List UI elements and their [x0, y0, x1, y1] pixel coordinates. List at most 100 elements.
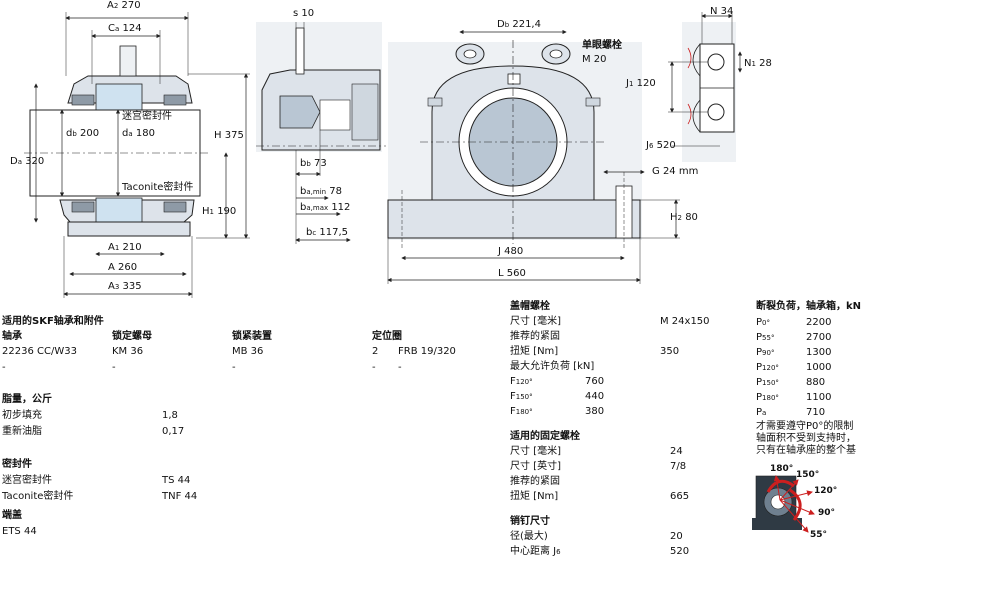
seal-label: Taconite密封件: [2, 491, 74, 502]
breaking-note: 只有在轴承座的整个基: [756, 445, 856, 456]
breaking-value: 710: [806, 407, 826, 418]
dim-j: J 480: [498, 246, 524, 257]
attach-torque-title: 推荐的紧固: [510, 476, 560, 487]
top-view: [668, 12, 743, 162]
end-cover-value: ETS 44: [2, 526, 37, 537]
eyebolt-title: 单眼螺栓: [582, 40, 622, 51]
max-load-label: F120°: [510, 376, 533, 387]
angle-label: 150°: [796, 470, 820, 480]
cap-bolts-title: 盖帽螺栓: [510, 301, 550, 312]
dim-h: H 375: [214, 130, 244, 141]
dim-n: N 34: [710, 6, 734, 17]
dim-j6: J6 520: [646, 140, 676, 151]
angle-label: 120°: [814, 486, 838, 496]
cap-bolt-torque-title: 推荐的紧固: [510, 331, 560, 342]
grease-value: 1,8: [162, 410, 178, 421]
breaking-value: 1300: [806, 347, 832, 358]
table-cell: -: [112, 362, 116, 373]
angle-label: 90°: [818, 508, 836, 518]
dim-ca: Ca 124: [108, 23, 142, 34]
breaking-load-title: 断裂负荷，轴承箱，kN: [756, 301, 862, 312]
breaking-label: P90°: [756, 347, 775, 358]
breaking-label: P120°: [756, 362, 779, 373]
attach-torque-label: 扭矩 [Nm]: [510, 491, 559, 502]
table-cell: -: [2, 362, 6, 373]
table-cell: 22236 CC/W33: [2, 346, 77, 357]
breaking-value: 1100: [806, 392, 832, 403]
dim-db-left: db 200: [66, 128, 100, 139]
dim-l: L 560: [498, 268, 526, 279]
grease-label: 重新油脂: [2, 426, 42, 437]
cap-bolt-size-value: M 24x150: [660, 316, 710, 327]
dowel-dia-label: 径(最大): [510, 531, 548, 542]
breaking-label: P180°: [756, 392, 779, 403]
dim-db-top: Db 221,4: [497, 19, 541, 30]
dowel-dia-value: 20: [670, 531, 683, 542]
dim-a1: A1 210: [108, 242, 142, 253]
dim-ba-max: ba,max 112: [300, 202, 351, 213]
max-load-value: 440: [585, 391, 605, 402]
breaking-value: 1000: [806, 362, 832, 373]
attach-size-mm-value: 24: [670, 446, 683, 457]
dim-j1: J1 120: [626, 78, 656, 89]
dim-g: G 24 mm: [652, 166, 699, 177]
table-cell: -: [372, 362, 376, 373]
breaking-label: Pa: [756, 407, 767, 418]
max-load-label: F150°: [510, 391, 533, 402]
grease-label: 初步填充: [2, 410, 42, 421]
breaking-value: 2200: [806, 317, 832, 328]
max-load-value: 380: [585, 406, 605, 417]
middle-section-view: [256, 22, 386, 244]
seal-value: TNF 44: [162, 491, 198, 502]
breaking-value: 880: [806, 377, 826, 388]
accessories-title: 适用的SKF轴承和附件: [2, 316, 104, 327]
max-load-title: 最大允许负荷 [kN]: [510, 361, 595, 372]
seals-title: 密封件: [2, 459, 32, 470]
table-cell: -: [398, 362, 402, 373]
seal-label: 迷宫密封件: [2, 475, 52, 486]
breaking-label: P55°: [756, 332, 775, 343]
cap-bolt-torque-value: 350: [660, 346, 680, 357]
breaking-note: 才需要遵守P0°的限制: [756, 421, 854, 432]
dim-a3: A3 335: [108, 281, 142, 292]
breaking-label: P150°: [756, 377, 779, 388]
eyebolt-value: M 20: [582, 54, 607, 65]
cap-bolt-size-label: 尺寸 [毫米]: [510, 316, 561, 327]
dim-a: A 260: [108, 262, 138, 273]
label-taconite-seal: Taconite密封件: [122, 182, 194, 193]
dim-da-left: da 180: [122, 128, 155, 139]
header-lockdevice: 锁紧装置: [232, 331, 272, 342]
grease-title: 脂量，公斤: [2, 394, 52, 405]
dim-a2: A2 270: [107, 0, 141, 11]
header-locating-ring: 定位圈: [372, 331, 402, 342]
breaking-label: P0°: [756, 317, 770, 328]
breaking-value: 2700: [806, 332, 832, 343]
dim-h2: H2 80: [670, 212, 698, 223]
attach-torque-value: 665: [670, 491, 690, 502]
angle-label: 180°: [770, 464, 794, 474]
cap-bolt-torque-label: 扭矩 [Nm]: [510, 346, 559, 357]
table-cell: -: [232, 362, 236, 373]
grease-value: 0,17: [162, 426, 185, 437]
front-view: [387, 29, 680, 284]
table-cell: MB 36: [232, 346, 264, 357]
load-direction-diagram: [752, 475, 815, 533]
attach-size-mm-label: 尺寸 [毫米]: [510, 446, 561, 457]
dim-n1: N1 28: [744, 58, 772, 69]
end-cover-title: 端盖: [2, 510, 22, 521]
dim-ba-min: ba,min 78: [300, 186, 342, 197]
max-load-label: F180°: [510, 406, 533, 417]
dim-Da: Da 320: [10, 156, 45, 167]
dim-bc: bc 117,5: [306, 227, 349, 238]
left-section-view: [24, 12, 250, 298]
attach-size-in-label: 尺寸 [英寸]: [510, 461, 561, 472]
angle-label: 55°: [810, 530, 828, 540]
attach-size-in-value: 7/8: [670, 461, 687, 472]
dowel-center-label: 中心距离 J6: [510, 546, 561, 557]
header-locknut: 锁定螺母: [112, 331, 152, 342]
dim-bb: bb 73: [300, 158, 327, 169]
dim-s: s 10: [293, 8, 315, 19]
header-bearing: 轴承: [2, 331, 22, 342]
label-labyrinth-seal: 迷宫密封件: [122, 111, 172, 122]
